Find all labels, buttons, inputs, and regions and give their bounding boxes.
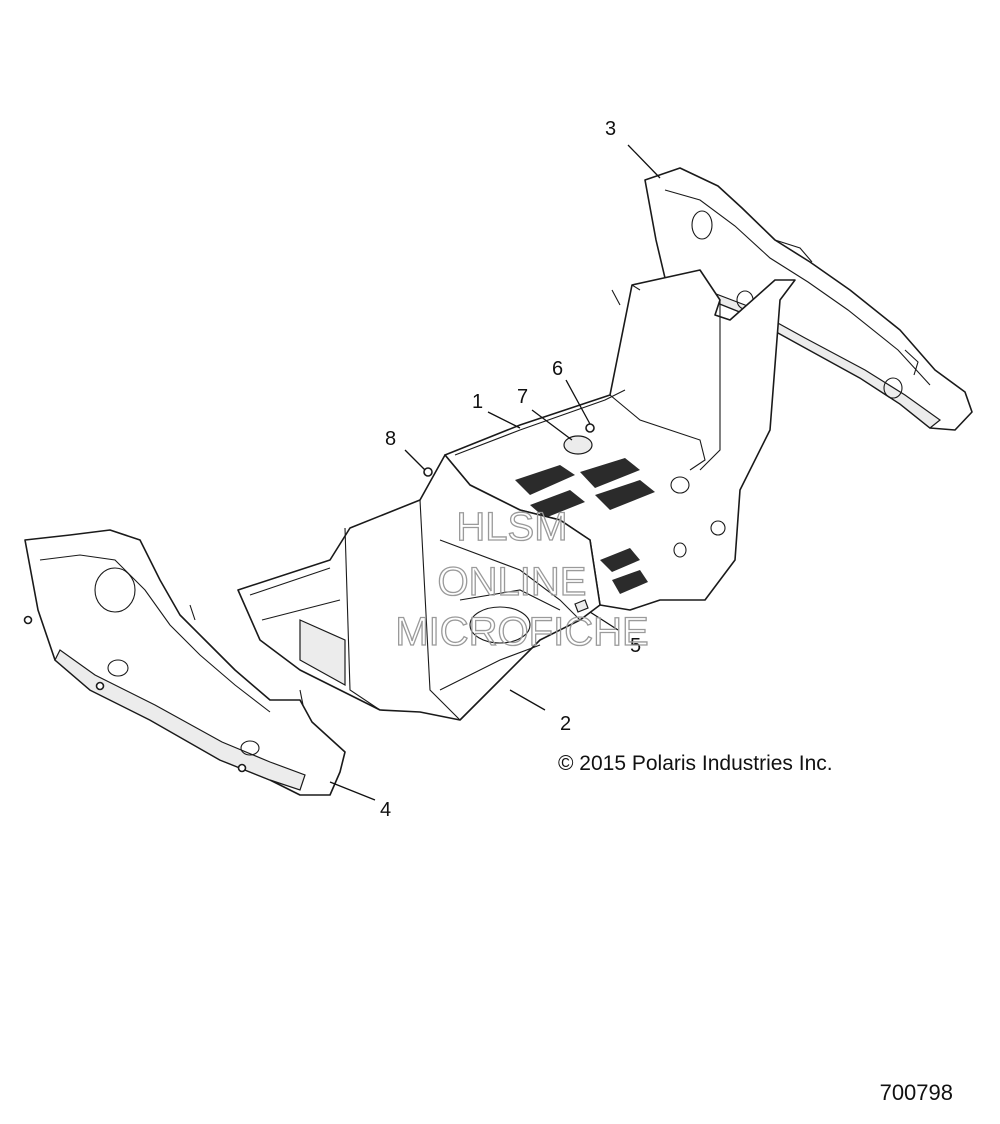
figure-number: 700798 xyxy=(880,1080,953,1105)
copyright-notice: © 2015 Polaris Industries Inc. xyxy=(558,752,833,775)
part-4-left-rocker-panel xyxy=(23,529,346,796)
floor-grille xyxy=(515,458,655,594)
callout-7: 7 xyxy=(517,386,528,408)
callout-3: 3 xyxy=(605,118,616,140)
callout-4: 4 xyxy=(380,799,391,821)
callout-2: 2 xyxy=(560,713,571,735)
callout-1: 1 xyxy=(472,391,483,413)
part-6-fastener xyxy=(585,423,595,433)
part-5-fastener xyxy=(574,599,589,613)
watermark-line-3: MICROFICHE xyxy=(395,610,648,654)
watermark: HLSM ONLINE MICROFICHE xyxy=(395,504,650,654)
callout-8: 8 xyxy=(385,428,396,450)
fastener-screws xyxy=(23,615,247,773)
callout-5: 5 xyxy=(630,635,641,657)
part-8-fastener xyxy=(423,467,433,477)
watermark-line-1: HLSM xyxy=(456,505,567,549)
watermark-line-2: ONLINE xyxy=(438,560,587,604)
leader-lines xyxy=(329,144,661,801)
part-7-plug xyxy=(563,435,593,455)
callout-6: 6 xyxy=(552,358,563,380)
part-2-front-floor xyxy=(237,454,601,721)
